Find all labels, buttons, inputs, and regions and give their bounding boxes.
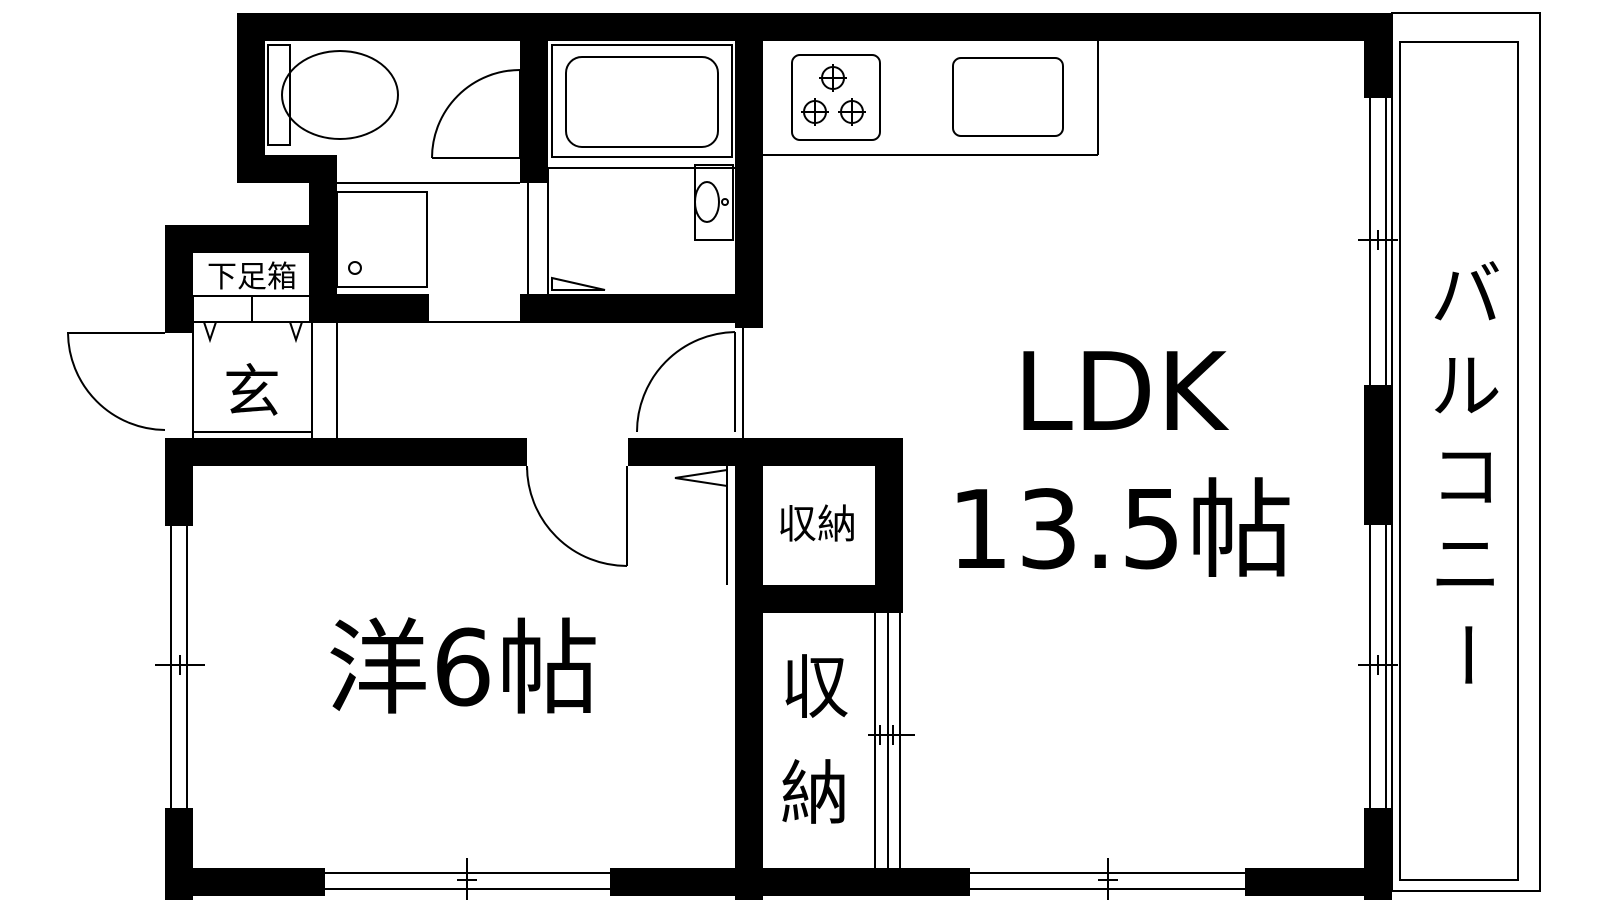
washing-machine-icon <box>336 191 428 288</box>
toilet-icon <box>267 44 399 146</box>
balcony-char-1: バ <box>1430 253 1502 337</box>
bathtub-icon <box>551 44 733 158</box>
balcony-char-4: ニ <box>1430 523 1502 607</box>
stove-icon <box>791 54 881 141</box>
balcony-char-3: コ <box>1430 435 1502 519</box>
ldk-label: LDK <box>1013 331 1230 456</box>
western-room-label: 洋6帖 <box>326 608 600 730</box>
walls <box>165 13 1392 900</box>
balcony-char-2: ル <box>1430 345 1502 429</box>
ldk-size-label: 13.5帖 <box>946 469 1294 594</box>
balcony-char-5: ー <box>1424 619 1508 691</box>
fixtures <box>66 41 1099 868</box>
labels: LDK 13.5帖 洋6帖 収納 収 納 玄 下足箱 バ ル コ ニ ー <box>207 253 1508 835</box>
kitchen-sink-icon <box>952 57 1064 137</box>
balcony <box>1391 12 1541 892</box>
shoe-box-label: 下足箱 <box>207 260 297 295</box>
kitchen-counter <box>763 41 1099 156</box>
entrance-label: 玄 <box>223 358 281 426</box>
closet-label-line2: 納 <box>780 753 850 835</box>
storage-small-label: 収納 <box>777 502 857 548</box>
washbasin-icon <box>694 164 734 241</box>
windows <box>155 98 1398 900</box>
closet-label-line1: 収 <box>780 647 850 729</box>
